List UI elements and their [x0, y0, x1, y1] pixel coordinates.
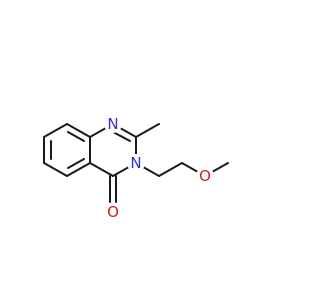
bond-c8a-c4a-inner: [67, 158, 85, 169]
bond-n1-c2-inner: [112, 131, 131, 142]
bond-c8a-c4a: [66, 162, 91, 177]
bond-c7-c8-inner: [67, 131, 85, 142]
bond-c6-c7: [43, 123, 68, 138]
molecule-structure-diagram: N N O O: [43, 115, 229, 221]
atom-n3: N: [127, 154, 145, 172]
atom-n1-label: N: [107, 115, 118, 133]
bond-c4a-c5: [43, 162, 68, 177]
atom-n3-label: N: [130, 154, 141, 172]
bond-c7-c8: [66, 123, 91, 138]
bond-c4-c8a: [89, 162, 114, 177]
bond-ch2-ch2: [158, 162, 183, 177]
atom-n1: N: [104, 115, 122, 133]
atom-o-carbonyl-label: O: [107, 203, 119, 221]
bond-c2-methyl: [135, 123, 160, 138]
atom-o-ether: O: [196, 167, 214, 185]
atom-o-ether-label: O: [199, 167, 211, 185]
atom-o-carbonyl: O: [104, 203, 122, 221]
